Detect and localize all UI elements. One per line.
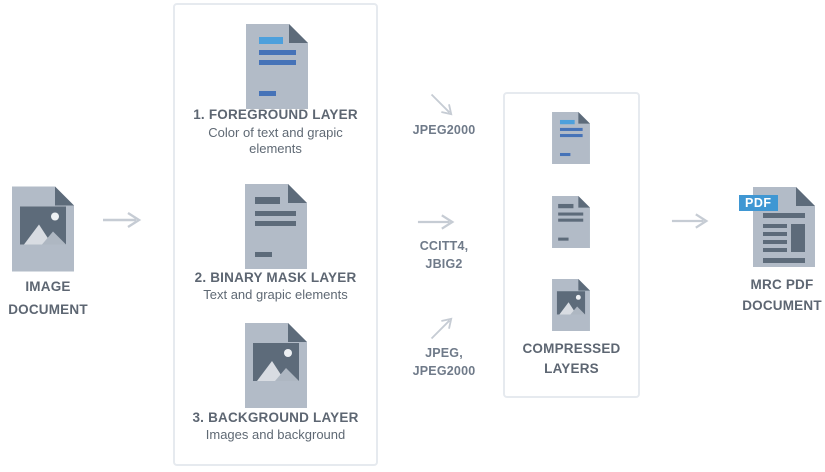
- source-label-line2: DOCUMENT: [8, 302, 88, 317]
- codec-jpeg2000-line1: JPEG2000: [412, 123, 476, 137]
- compressed-binary-mask-icon: [552, 196, 590, 248]
- binary-mask-layer-title: 2. BINARY MASK LAYER: [194, 270, 357, 285]
- compressed-foreground-icon: [552, 112, 590, 164]
- flow-arrow-compressed-to-pdf: [671, 211, 713, 231]
- codec-jpeg-line1: JPEG,: [425, 346, 463, 360]
- compressed-layers-label: COMPRESSED LAYERS: [503, 339, 640, 379]
- codec-label-jpeg2000: JPEG2000: [394, 121, 494, 139]
- codec-jpeg-line2: JPEG2000: [412, 364, 476, 378]
- source-label: IMAGE DOCUMENT: [0, 275, 100, 321]
- compressed-background-icon: [552, 279, 590, 331]
- background-layer-subtitle: Images and background: [205, 427, 346, 442]
- background-layer-icon: [245, 323, 307, 408]
- output-label-line2: DOCUMENT: [742, 298, 822, 313]
- arrow-down-right-icon: [425, 88, 462, 125]
- background-layer-title: 3. BACKGROUND LAYER: [192, 410, 359, 425]
- arrow-right-icon: [417, 212, 459, 232]
- codec-ccitt4-line1: CCITT4,: [419, 239, 469, 253]
- foreground-layer-title: 1. FOREGROUND LAYER: [193, 107, 358, 122]
- output-label-line1: MRC PDF: [750, 277, 814, 292]
- pdf-badge: PDF: [739, 195, 778, 211]
- codec-label-jpeg-jpeg2000: JPEG, JPEG2000: [394, 344, 494, 380]
- output-label: MRC PDF DOCUMENT: [732, 274, 825, 316]
- source-label-line1: IMAGE: [25, 279, 71, 294]
- pdf-document-icon: PDF: [739, 187, 815, 267]
- binary-mask-layer-subtitle: Text and grapic elements: [203, 287, 348, 302]
- compressed-label-line2: LAYERS: [544, 361, 599, 376]
- codec-ccitt4-line2: JBIG2: [425, 257, 463, 271]
- compressed-label-line1: COMPRESSED: [522, 341, 621, 356]
- arrow-up-right-icon: [425, 309, 462, 346]
- binary-mask-layer-icon: [245, 184, 307, 269]
- codec-label-ccitt4-jbig2: CCITT4, JBIG2: [394, 237, 494, 273]
- foreground-layer-icon: [246, 24, 308, 109]
- flow-arrow-source-to-layers: [102, 210, 146, 230]
- foreground-layer-subtitle: Color of text and grapic elements: [208, 125, 343, 156]
- image-document-icon: [12, 185, 74, 273]
